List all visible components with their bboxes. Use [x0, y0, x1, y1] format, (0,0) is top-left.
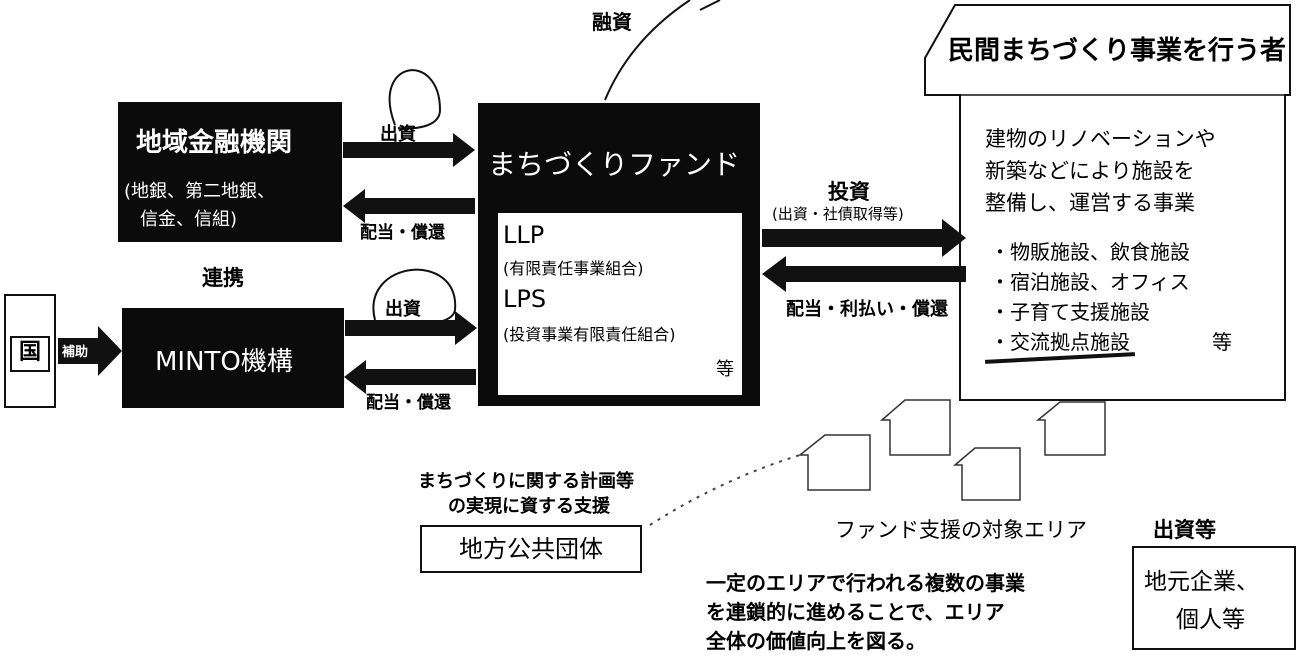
country-label: 国: [18, 340, 41, 365]
collab-label: 連携: [202, 266, 244, 290]
private-org-desc2: 新築などにより施設を: [985, 159, 1195, 183]
regional-bank-sub1: (地銀、第二地銀、: [124, 181, 276, 202]
fund-llp: LLP: [503, 221, 545, 249]
fund-box: まちづくりファンド LLP (有限責任事業組合) LPS (投資事業有限責任組合…: [478, 103, 760, 406]
private-org-desc3: 整備し、運営する事業: [985, 191, 1195, 215]
local-gov-label: 地方公共団体: [459, 535, 603, 563]
fund-title: まちづくりファンド: [488, 148, 741, 181]
regional-bank-sub2: 信金、信組): [140, 209, 238, 230]
local-gov-box: 地方公共団体: [420, 525, 642, 573]
loan-line-2: [699, 0, 721, 11]
country-inner-box: 国: [10, 336, 50, 372]
target-area-label: ファンド支援の対象エリア: [835, 518, 1087, 542]
house-icon: [797, 399, 1106, 501]
regional-bank-title: 地域金融機関: [136, 128, 293, 158]
fund-etc: 等: [716, 359, 734, 380]
fund-inner-box: LLP (有限責任事業組合) LPS (投資事業有限責任組合) 等: [498, 213, 742, 395]
regional-bank-box: 地域金融機関 (地銀、第二地銀、 信金、信組): [118, 102, 342, 242]
arrow-fund-to-private: [762, 219, 966, 257]
arrow-private-to-fund: [762, 256, 966, 292]
arrow-minto-to-fund: [345, 311, 477, 345]
local-company-line2: 個人等: [1176, 607, 1245, 633]
fund-llp-sub: (有限責任事業組合): [503, 259, 644, 278]
invest-loop-1: [388, 69, 442, 130]
area-desc-2: を連鎖的に進めることで、エリア: [706, 600, 1005, 624]
private-org-desc1: 建物のリノベーションや: [985, 127, 1216, 151]
area-desc-3: 全体の価値向上を図る。: [706, 629, 926, 653]
support-text-1: まちづくりに関する計画等: [418, 471, 634, 492]
loan-line: [604, 0, 691, 101]
arrow-bank-to-fund: [343, 133, 475, 167]
investment-return: 配当・利払い・償還: [786, 299, 948, 320]
minto-title: MINTO機構: [155, 347, 293, 377]
fund-lps: LPS: [503, 285, 547, 313]
area-desc-1: 一定のエリアで行われる複数の事業: [706, 571, 1025, 595]
private-org-item-1: ・物販施設、飲食施設: [990, 240, 1190, 264]
support-text-2: の実現に資する支援: [448, 496, 610, 517]
local-company-box: 地元企業、 個人等: [1132, 546, 1296, 650]
return-label-1: 配当・償還: [360, 223, 445, 243]
country-box: 国: [4, 294, 56, 408]
arrow-country-to-minto: [58, 326, 122, 376]
subsidy-label: 補助: [62, 345, 89, 360]
return-label-2: 配当・償還: [366, 393, 451, 413]
invest-label-2: 出資: [385, 299, 421, 320]
private-org-item-2: ・宿泊施設、オフィス: [990, 270, 1190, 294]
private-org-title: 民間まちづくり事業を行う者: [948, 36, 1287, 66]
arrow-fund-to-bank: [343, 189, 475, 223]
arrow-fund-to-minto: [344, 360, 476, 394]
local-company-line1: 地元企業、: [1144, 569, 1259, 595]
private-org-etc: 等: [1212, 330, 1232, 354]
private-org-item-4: ・交流拠点施設: [990, 330, 1130, 354]
minto-box: MINTO機構: [122, 308, 344, 408]
invest-etc-label: 出資等: [1153, 518, 1216, 542]
investment-label: 投資: [828, 180, 870, 204]
private-org-item-3: ・子育て支援施設: [990, 300, 1150, 324]
fund-lps-sub: (投資事業有限責任組合): [503, 325, 676, 344]
loan-label: 融資: [592, 10, 632, 34]
invest-label-1: 出資: [380, 124, 416, 145]
investment-sub: (出資・社債取得等): [772, 205, 904, 223]
support-dotted-line: [649, 454, 801, 526]
